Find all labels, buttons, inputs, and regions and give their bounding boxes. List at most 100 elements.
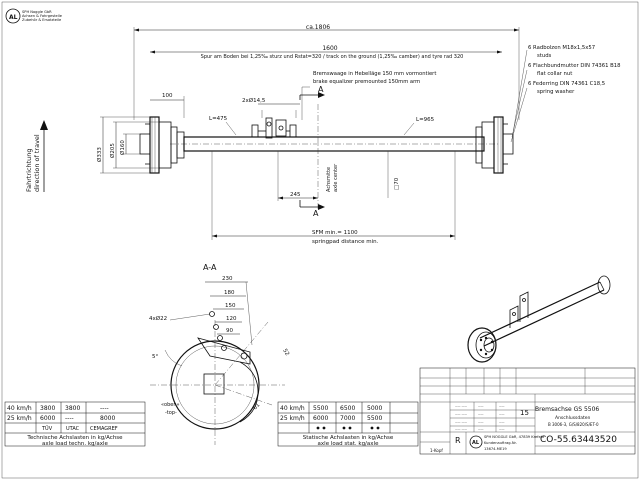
title-en: Anschlussdaten [555,415,591,421]
svg-text:studs: studs [537,53,552,59]
svg-text:SPH Noggle GbR: SPH Noggle GbR [22,10,52,14]
drawing-number: CO-55.63443520 [540,435,617,445]
rev-letter: R [455,436,461,445]
direction-of-travel: Fahrtrichtung direction of travel [25,120,48,192]
top-label-de: «oben» [161,402,180,408]
svg-text:6000: 6000 [313,415,328,422]
square-dim: □70 [394,177,400,190]
axle-center-de: Achsmitte [326,167,332,192]
svg-text:Zubehör & Ersatzteile: Zubehör & Ersatzteile [22,18,62,22]
track-note: Spur am Boden bei 1,25‰ sturz und Rstat=… [201,54,464,60]
svg-text:——: —— [478,427,484,431]
lever-dim-180: 180 [224,290,235,296]
axle-center-en: axle center [333,163,339,192]
svg-text:6 Federring DIN 74361 C18,5: 6 Federring DIN 74361 C18,5 [528,81,605,87]
svg-text:AL: AL [472,440,480,446]
scale-value: 15 [520,409,529,417]
svg-text:direction of travel: direction of travel [33,134,41,192]
svg-text:6 Radbolzen M18x1,5x57: 6 Radbolzen M18x1,5x57 [528,45,595,51]
top-label-en: -top- [165,410,177,416]
diameter-inner: Ø160 [119,140,126,155]
svg-text:5000: 5000 [367,405,382,412]
svg-text:flat collar nut: flat collar nut [537,71,572,77]
technical-load-table: 40 km/h 3800 3800 ---- 25 km/h 6000 ----… [4,401,146,447]
section-title: A-A [203,263,217,272]
company-line-1: SPH NOGGLE GbR, 47839 Krefeld [484,435,544,439]
svg-text:—— ——: —— —— [455,412,467,416]
diameter-mid: Ø205 [109,143,116,158]
dim-52: 52 [281,348,290,357]
svg-text:3800: 3800 [40,405,55,412]
svg-text:—— ——: —— —— [455,420,467,424]
svg-text:----: ---- [65,415,74,422]
svg-text:——: —— [499,427,505,431]
svg-text:3800: 3800 [65,405,80,412]
svg-text:6500: 6500 [340,405,355,412]
svg-text:40 km/h: 40 km/h [7,405,32,412]
section-mark-top: A [318,85,324,94]
svg-text:25 km/h: 25 km/h [280,415,305,422]
brake-lever [197,337,251,365]
dim-245: 245 [290,192,301,198]
dim-61: 61 [252,402,261,411]
position-number: 13674-ME19 [484,447,507,451]
angle-label: 5° [152,354,158,360]
svg-text:5500: 5500 [313,405,328,412]
title-block: —— —— —— —— —— —— —— —— —— —— —— —— —— —— —— —… [419,367,636,455]
svg-text:——: —— [499,420,505,424]
svg-text:40 km/h: 40 km/h [280,405,305,412]
lever-dim-90: 90 [226,328,233,334]
svg-text:—— ——: —— —— [455,404,467,408]
diameter-outer: Ø333 [96,147,103,162]
svg-text:Achsen & Fahrgestelle: Achsen & Fahrgestelle [22,14,63,18]
svg-text:Technische Achslasten in kg/Ac: Technische Achslasten in kg/Achse [26,435,123,441]
spring-dim-en: springpad distance min. [312,239,379,245]
lever-dim-150: 150 [225,303,236,309]
brake-note-de: Bremswaage in Hebelläge 150 mm vormontie… [313,71,436,77]
svg-text:8000: 8000 [100,415,115,422]
svg-text:TÜV: TÜV [41,425,53,432]
lever-dim-230: 230 [222,276,233,282]
brake-note-en: brake equalizer premounted 150mm arm [313,79,420,85]
svg-text:——: —— [499,412,505,416]
svg-text:----: ---- [100,405,109,412]
length-right: L=965 [416,117,435,123]
hole-dim: 2xØ14,5 [242,97,266,104]
svg-text:——: —— [478,412,484,416]
svg-text:——: —— [478,404,484,408]
spring-dim-de: SFM min.= 1100 [312,230,358,236]
svg-text:Fahrtrichtung: Fahrtrichtung [25,148,33,192]
length-left: L=475 [209,116,228,122]
mass-label: 1-Kopf [430,448,443,453]
track-dim: 1600 [322,45,337,52]
title-de: Bremsachse GS 5506 [535,406,599,413]
svg-text:AL: AL [9,14,18,21]
stud-notes: 6 Radbolzen M18x1,5x57 studs 6 Flachbund… [510,45,621,143]
brake-backing-plate [170,340,260,430]
overall-width-dim: ca.1806 [306,24,330,31]
svg-text:7000: 7000 [340,415,355,422]
svg-text:25 km/h: 25 km/h [7,415,32,422]
brake-equalizer [251,110,297,139]
lever-dim-120: 120 [226,316,237,322]
svg-text:——: —— [478,420,484,424]
svg-text:6 Flachbundmutter DIN 74361 B1: 6 Flachbundmutter DIN 74361 B18 [528,63,621,69]
svg-text:axle load stat. kg/axle: axle load stat. kg/axle [318,441,380,447]
offset-dim: 100 [162,93,173,99]
ref-number: B 3006-3, G/S/820/S/ET-0 [548,422,599,427]
svg-text:CEMAGREF: CEMAGREF [90,426,118,432]
square-axle-section [203,373,225,395]
svg-text:Statische Achslasten in kg/Ach: Statische Achslasten in kg/Achse [303,435,394,441]
svg-text:spring washer: spring washer [537,89,575,95]
axle-isometric-view [467,275,611,363]
holes-note: 4xØ22 [149,315,167,322]
company-logo: AL SPH Noggle GbR Achsen & Fahrgestelle … [5,8,63,24]
svg-text:6000: 6000 [40,415,55,422]
svg-text:—— ——: —— —— [455,427,467,431]
wheel-config-icons [316,426,380,430]
section-mark-bottom: A [313,209,319,218]
axle-front-view: ca.1806 1600 Spur am Boden bei 1,25‰ stu… [96,24,520,245]
svg-text:——: —— [499,404,505,408]
